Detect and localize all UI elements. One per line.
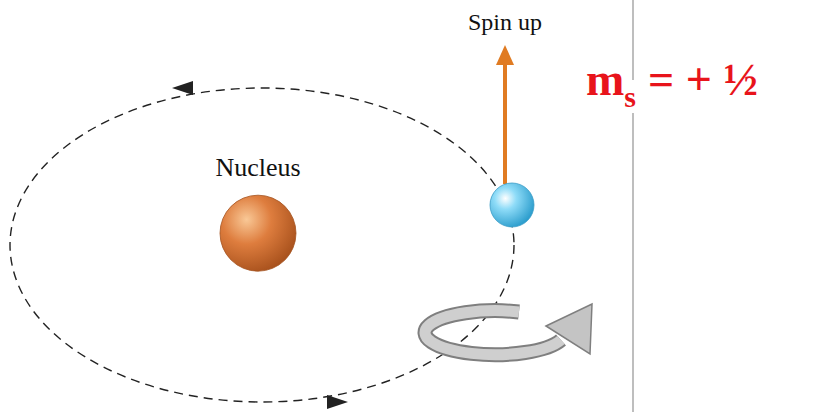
divider-line bbox=[632, 0, 634, 412]
quantum-subscript: s bbox=[624, 80, 636, 113]
label-holder: Spin up bbox=[468, 8, 542, 37]
nucleus-label: Nucleus bbox=[188, 152, 328, 183]
rotation-arrow bbox=[425, 304, 592, 355]
spin-quantum-number: ms= + ½ bbox=[586, 52, 758, 107]
quantum-symbol: m bbox=[586, 54, 624, 105]
electron-sphere bbox=[490, 183, 534, 227]
spin-arrowhead bbox=[496, 45, 514, 65]
spin-arrow bbox=[503, 62, 507, 184]
orbit-arrowhead bbox=[327, 395, 348, 409]
spin-label: Spin up bbox=[468, 9, 542, 35]
quantum-value: = + ½ bbox=[648, 54, 758, 105]
orbit-arrowhead bbox=[172, 81, 193, 95]
nucleus: Nucleus bbox=[188, 152, 328, 273]
orbit-path bbox=[10, 88, 514, 402]
